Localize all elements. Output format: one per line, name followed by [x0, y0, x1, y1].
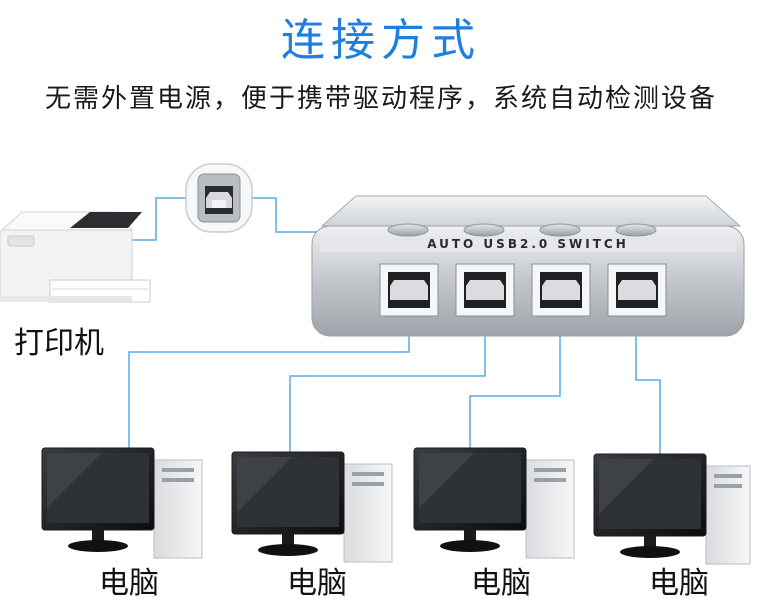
computer-icon	[413, 447, 575, 559]
switch-button-2	[463, 223, 505, 237]
switch-button-3	[539, 223, 581, 237]
computer-label-1: 电脑	[99, 566, 159, 601]
usb-switch-icon: AUTO USB2.0 SWITCH	[311, 195, 745, 337]
printer-label: 打印机	[14, 326, 104, 361]
switch-button-4	[615, 223, 657, 237]
computer-1	[41, 447, 203, 559]
computer-label-2: 电脑	[287, 566, 347, 601]
cable-port-3	[469, 300, 561, 452]
switch-port-3	[531, 263, 591, 317]
page-title: 连接方式	[281, 15, 481, 66]
computer-4	[593, 453, 751, 565]
page-subtitle: 无需外置电源，便于携带驱动程序，系统自动检测设备	[44, 84, 717, 114]
computer-2	[231, 451, 393, 563]
cable-connector-to-switch	[252, 197, 322, 233]
cable-port-2	[289, 300, 486, 456]
printer-icon	[0, 211, 151, 303]
usb-b-port-icon	[185, 163, 253, 233]
computer-icon	[593, 453, 751, 565]
computer-icon	[231, 451, 393, 563]
cables	[128, 197, 661, 458]
switch-port-2	[455, 263, 515, 317]
cable-printer-to-connector	[130, 197, 186, 241]
switch-port-4	[607, 263, 667, 317]
computer-3	[413, 447, 575, 559]
switch-label: AUTO USB2.0 SWITCH	[427, 237, 629, 251]
computer-label-3: 电脑	[471, 566, 531, 601]
computer-icon	[41, 447, 203, 559]
switch-button-1	[387, 223, 429, 237]
cable-port-4	[635, 300, 661, 458]
switch-buttons	[387, 223, 657, 237]
computer-label-4: 电脑	[649, 566, 709, 601]
switch-port-1	[379, 263, 439, 317]
